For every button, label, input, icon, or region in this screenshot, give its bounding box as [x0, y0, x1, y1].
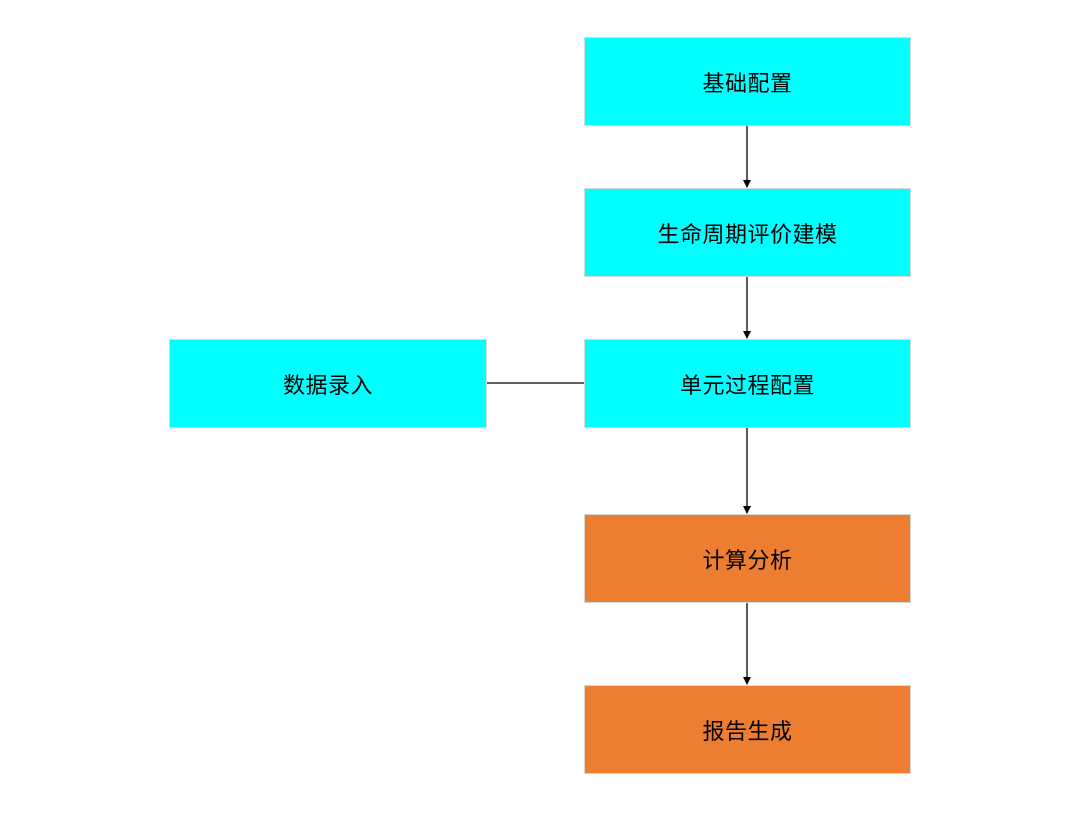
node-unit-process-config[interactable]: 单元过程配置 [584, 339, 911, 428]
node-label: 生命周期评价建模 [657, 222, 838, 248]
node-label: 数据录入 [282, 373, 373, 399]
node-label: 计算分析 [702, 548, 793, 574]
node-label: 基础配置 [702, 71, 793, 97]
node-report-generation[interactable]: 报告生成 [584, 685, 911, 774]
node-label: 报告生成 [702, 719, 793, 745]
node-data-entry[interactable]: 数据录入 [169, 339, 487, 428]
node-basic-config[interactable]: 基础配置 [584, 37, 911, 126]
node-lca-modeling[interactable]: 生命周期评价建模 [584, 188, 911, 277]
node-calculation-analysis[interactable]: 计算分析 [584, 514, 911, 603]
node-label: 单元过程配置 [679, 373, 815, 399]
